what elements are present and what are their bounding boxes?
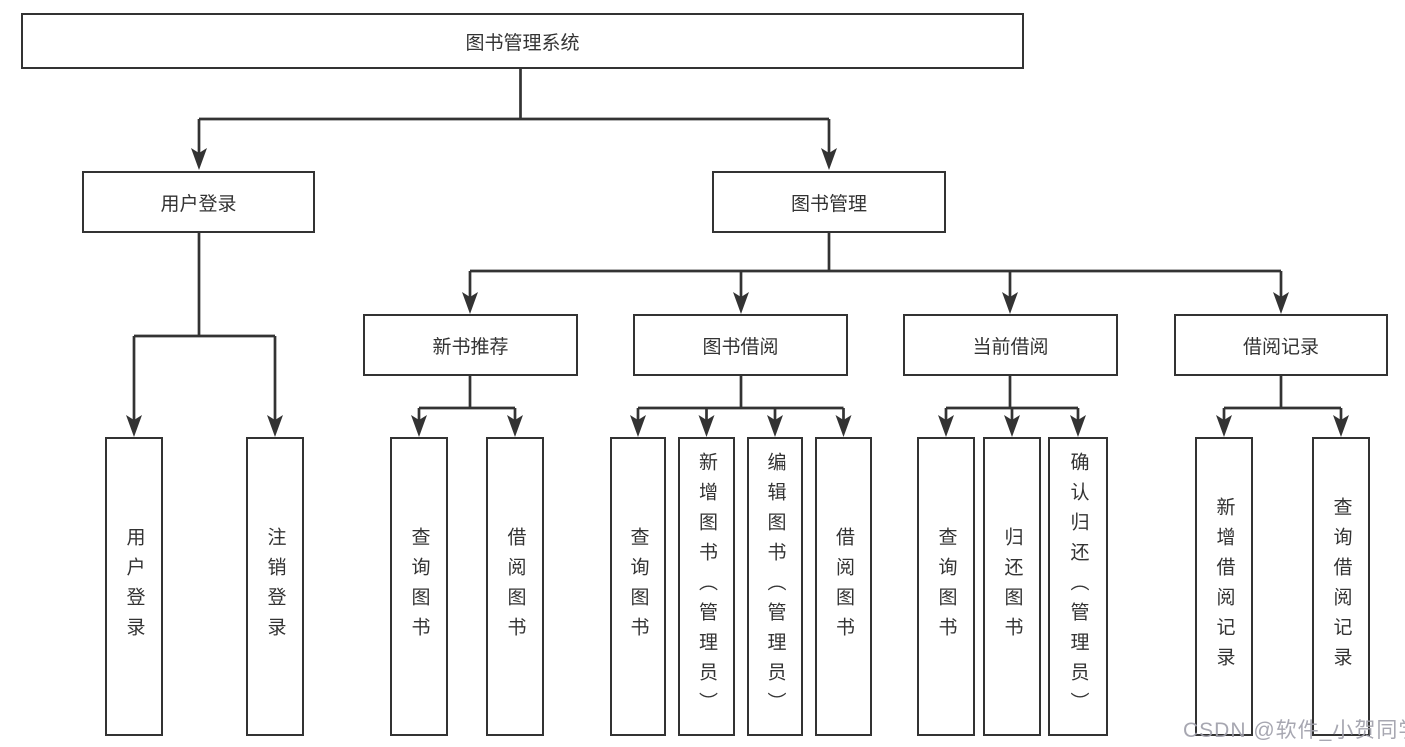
node-current-borrowing: 当前借阅 xyxy=(903,314,1118,376)
node-book-borrowing: 图书借阅 xyxy=(633,314,848,376)
connector-book-mgmt-to-level3 xyxy=(462,233,1289,314)
node-book-management-label: 图书管理 xyxy=(790,193,867,215)
leaf-add-borrow-record: 新增借阅记录 xyxy=(1195,437,1253,736)
node-borrowing-records: 借阅记录 xyxy=(1174,314,1388,376)
connector-records-children xyxy=(1216,376,1349,437)
arrowhead xyxy=(1004,415,1020,437)
leaf-query-books-current-label: 查询图书 xyxy=(935,526,957,647)
connector-root-to-level2 xyxy=(191,69,837,170)
leaf-query-books-current: 查询图书 xyxy=(917,437,975,736)
arrowhead xyxy=(411,415,427,437)
arrowhead xyxy=(126,415,142,437)
leaf-user-login: 用户登录 xyxy=(105,437,163,736)
arrowhead xyxy=(507,415,523,437)
leaf-confirm-return-admin-label: 确认归还（管理员） xyxy=(1067,451,1089,722)
leaf-logout-label: 注销登录 xyxy=(264,526,286,647)
arrowhead xyxy=(1002,292,1018,314)
connector-user-login-children xyxy=(126,233,283,437)
node-new-book-recommendation: 新书推荐 xyxy=(363,314,578,376)
arrowhead xyxy=(767,415,783,437)
leaf-add-books-admin: 新增图书（管理员） xyxy=(678,437,735,736)
arrowhead xyxy=(938,415,954,437)
leaf-borrow-books-label: 借阅图书 xyxy=(833,526,854,647)
node-current-borrowing-label: 当前借阅 xyxy=(972,336,1049,358)
arrowhead xyxy=(733,292,749,314)
arrowhead xyxy=(630,415,646,437)
connector-current-children xyxy=(938,376,1086,437)
leaf-borrow-books-recommend: 借阅图书 xyxy=(486,437,544,736)
node-root: 图书管理系统 xyxy=(21,13,1024,69)
arrowhead xyxy=(1070,415,1086,437)
leaf-add-books-admin-label: 新增图书（管理员） xyxy=(696,451,717,722)
arrowhead xyxy=(821,148,837,170)
node-book-borrowing-label: 图书借阅 xyxy=(702,336,779,358)
node-user-login-label: 用户登录 xyxy=(160,193,237,215)
connector-borrow-children xyxy=(630,376,852,437)
node-new-book-recommendation-label: 新书推荐 xyxy=(432,336,509,358)
node-root-label: 图书管理系统 xyxy=(465,32,580,54)
arrowhead xyxy=(267,415,283,437)
leaf-query-books-recommend: 查询图书 xyxy=(390,437,448,736)
arrowhead xyxy=(1273,292,1289,314)
arrowhead xyxy=(1216,415,1232,437)
leaf-query-borrow-record-label: 查询借阅记录 xyxy=(1330,496,1352,677)
connector-new-books-children xyxy=(411,376,523,437)
leaf-return-books: 归还图书 xyxy=(983,437,1041,736)
arrowhead xyxy=(1333,415,1349,437)
leaf-edit-books-admin-label: 编辑图书（管理员） xyxy=(764,451,786,722)
node-borrowing-records-label: 借阅记录 xyxy=(1242,336,1319,358)
leaf-logout: 注销登录 xyxy=(246,437,304,736)
leaf-query-borrow-record: 查询借阅记录 xyxy=(1312,437,1370,736)
leaf-user-login-label: 用户登录 xyxy=(123,526,145,647)
leaf-edit-books-admin: 编辑图书（管理员） xyxy=(747,437,803,736)
leaf-query-books-borrow: 查询图书 xyxy=(610,437,666,736)
leaf-query-books-recommend-label: 查询图书 xyxy=(408,526,430,647)
node-book-management: 图书管理 xyxy=(712,171,946,233)
leaf-query-books-borrow-label: 查询图书 xyxy=(627,526,649,647)
leaf-add-borrow-record-label: 新增借阅记录 xyxy=(1213,496,1235,677)
arrowhead xyxy=(462,292,478,314)
leaf-confirm-return-admin: 确认归还（管理员） xyxy=(1048,437,1108,736)
node-user-login: 用户登录 xyxy=(82,171,315,233)
arrowhead xyxy=(698,415,715,437)
leaf-borrow-books: 借阅图书 xyxy=(815,437,872,736)
arrowhead xyxy=(191,148,207,170)
leaf-borrow-books-recommend-label: 借阅图书 xyxy=(504,526,526,647)
arrowhead xyxy=(835,415,852,437)
leaf-return-books-label: 归还图书 xyxy=(1001,526,1023,647)
csdn-watermark: CSDN @软件_小贺同学 xyxy=(1183,719,1405,742)
